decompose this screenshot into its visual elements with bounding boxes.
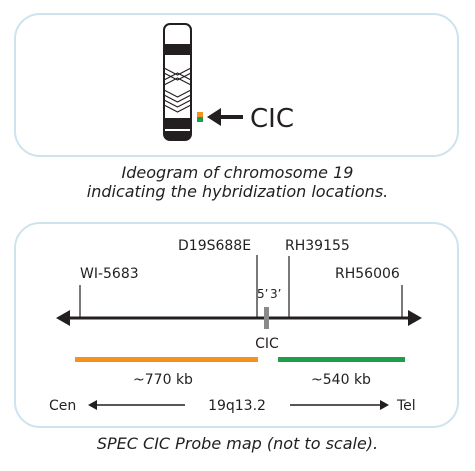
ideogram-caption-line-1: Ideogram of chromosome 19 xyxy=(121,163,354,182)
centromere-hatch xyxy=(164,67,191,113)
five-prime-label: 5’ xyxy=(257,287,268,301)
marker-label-d19s688e: D19S688E xyxy=(178,238,251,254)
p-arm-dark-band xyxy=(164,44,191,55)
probe-map-caption: SPEC CIC Probe map (not to scale). xyxy=(96,434,379,453)
chromosome-19-ideogram xyxy=(163,23,192,141)
ideogram-panel xyxy=(14,13,459,157)
green-probe-bar xyxy=(278,357,405,362)
ideogram-caption-line-2: indicating the hybridization locations. xyxy=(86,182,389,201)
orange-probe-bar xyxy=(75,357,258,362)
orange-probe-size: ~770 kb xyxy=(133,372,193,388)
band-arrow-left xyxy=(88,400,185,410)
orange-signal xyxy=(197,112,203,117)
band-label: 19q13.2 xyxy=(208,398,266,414)
marker-label-wi-5683: WI-5683 xyxy=(80,266,139,282)
green-signal xyxy=(197,117,203,122)
probe-map-panel xyxy=(14,222,459,428)
q-arm-dark-band xyxy=(164,118,191,129)
genomic-axis xyxy=(56,310,422,326)
map-gene-label: CIC xyxy=(255,336,279,352)
ideogram-caption: Ideogram of chromosome 19 indicating the… xyxy=(0,163,475,201)
marker-label-rh39155: RH39155 xyxy=(285,238,350,254)
cic-gene-block xyxy=(264,307,269,329)
centromere-end-label: Cen xyxy=(49,398,76,414)
ideogram-gene-label: CIC xyxy=(250,104,294,134)
marker-label-rh56006: RH56006 xyxy=(335,266,400,282)
q-terminal-dark-band xyxy=(164,131,191,140)
band-arrow-right xyxy=(290,400,389,410)
three-prime-label: 3’ xyxy=(270,287,281,301)
telomere-end-label: Tel xyxy=(396,398,416,414)
locus-arrow xyxy=(207,108,243,126)
green-probe-size: ~540 kb xyxy=(311,372,371,388)
